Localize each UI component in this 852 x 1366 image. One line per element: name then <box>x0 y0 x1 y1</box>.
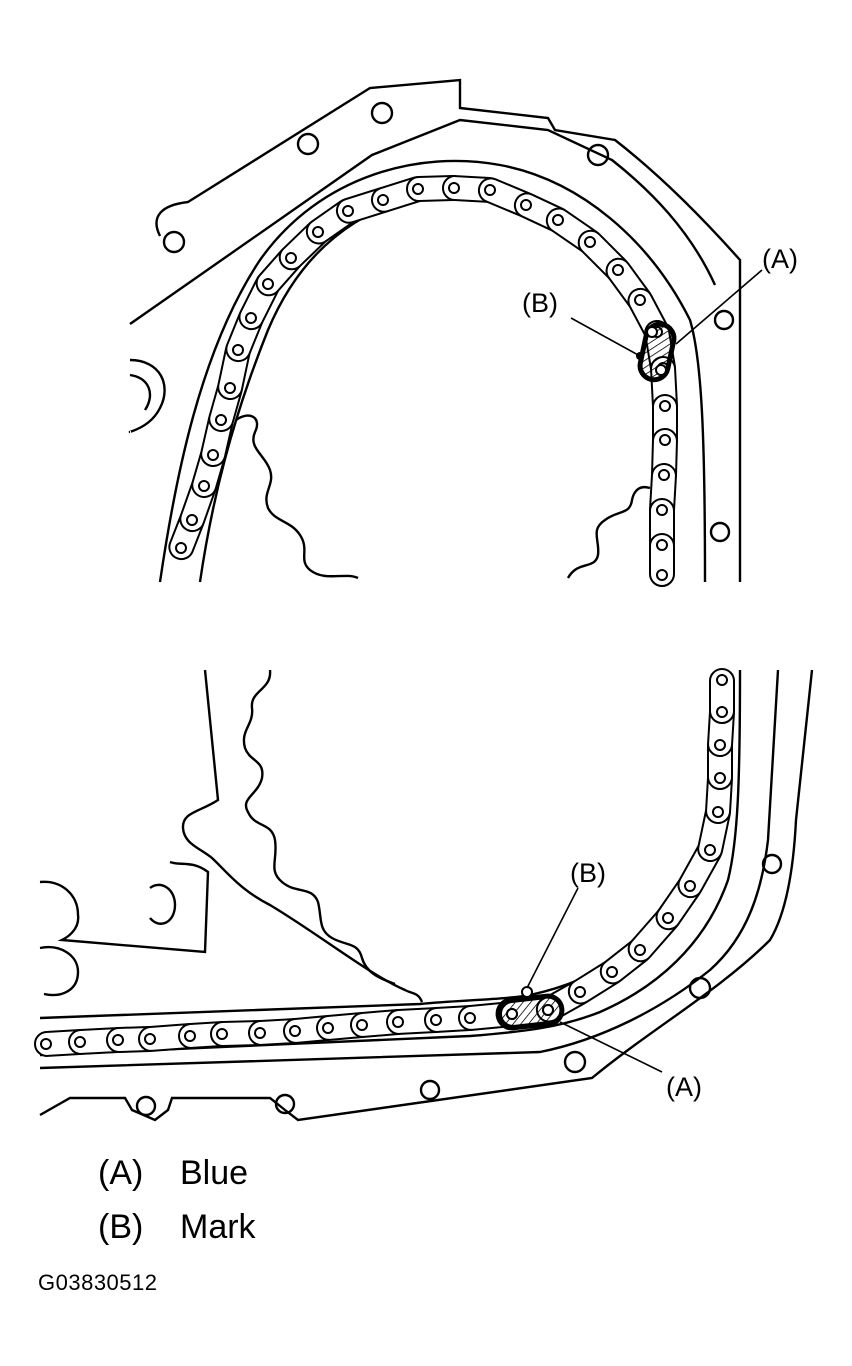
upper-chain-pin <box>584 236 596 248</box>
lower-chain-pin <box>714 739 726 751</box>
upper-chain-pin <box>175 542 187 554</box>
upper-chain-pin <box>224 382 236 394</box>
lower-chain-pin <box>662 912 674 924</box>
upper-chain-pin <box>656 539 668 551</box>
upper-bolt-hole <box>370 101 394 125</box>
lower-chain-pin <box>112 1034 124 1046</box>
upper-chain-pin <box>232 344 244 356</box>
lower-chain-guide-inner <box>39 669 742 1057</box>
legend-key: (B) <box>98 1208 144 1246</box>
lower-chain-pin <box>704 844 716 856</box>
lower-chain-pin <box>254 1027 266 1039</box>
upper-housing-inner <box>129 118 717 325</box>
upper-sprocket-right <box>566 486 651 579</box>
upper-callout-b: (B) <box>522 288 558 318</box>
lower-chain-pin <box>574 986 586 998</box>
lower-left-housing <box>39 860 210 954</box>
upper-bolt-hole <box>713 309 735 331</box>
lower-chain-pin <box>684 880 696 892</box>
lower-chain-pin <box>322 1022 334 1034</box>
lower-chain-pin <box>144 1033 156 1045</box>
lower-sprocket <box>242 669 396 986</box>
legend-value: Mark <box>180 1208 256 1246</box>
lower-chain-pin <box>40 1038 52 1050</box>
upper-chain-pin <box>186 514 198 526</box>
upper-blue-link <box>637 321 677 383</box>
upper-chain-pin <box>285 252 297 264</box>
lower-chain-pin <box>464 1012 476 1024</box>
lower-housing-inner <box>39 669 780 1070</box>
lower-tensioner-arm <box>181 669 424 1003</box>
upper-chain-pin <box>634 294 646 306</box>
lower-leader-b <box>526 887 579 989</box>
upper-chain-pin <box>377 194 389 206</box>
upper-chain-guide-outer <box>158 159 707 583</box>
upper-leader-b <box>570 317 641 357</box>
upper-chain-pin <box>656 504 668 516</box>
lower-chain-link <box>709 668 735 724</box>
lower-leader-a <box>559 1021 663 1073</box>
lower-callout-b: (B) <box>570 858 606 888</box>
lower-chain-pin <box>430 1014 442 1026</box>
lower-chain-pin <box>716 674 728 686</box>
upper-chain-pin <box>659 434 671 446</box>
upper-chain-pin <box>412 183 424 195</box>
lower-left-boss <box>149 883 177 925</box>
lower-chain-pin <box>634 944 646 956</box>
lower-housing-outline <box>39 669 814 1122</box>
legend-item-b: (B) Mark <box>98 1210 256 1244</box>
lower-bolt-hole <box>761 853 783 875</box>
legend-key: (A) <box>98 1154 144 1192</box>
lower-bolt-hole <box>563 1050 587 1074</box>
lower-bolt-hole <box>274 1093 296 1115</box>
upper-housing-outline <box>155 78 742 582</box>
lower-blue-link <box>495 993 565 1031</box>
upper-chain-pin <box>312 226 324 238</box>
upper-chain-pin <box>207 449 219 461</box>
upper-chain-pin <box>245 312 257 324</box>
lower-mark-dot <box>521 986 533 998</box>
lower-chain-pin <box>184 1030 196 1042</box>
upper-callout-a: (A) <box>762 244 798 274</box>
upper-chain-pin <box>198 480 210 492</box>
upper-chain-pin <box>659 400 671 412</box>
figure-code: G03830512 <box>38 1270 158 1295</box>
upper-chain-pin <box>262 278 274 290</box>
upper-bolt-hole <box>162 230 186 254</box>
lower-bolt-hole <box>688 976 712 1000</box>
upper-bolt-hole <box>296 132 320 156</box>
upper-chain-pin <box>656 569 668 581</box>
lower-chain <box>33 668 735 1057</box>
upper-chain-link <box>649 533 675 587</box>
upper-chain-pin <box>215 414 227 426</box>
lower-chain-pin <box>216 1028 228 1040</box>
lower-chain-pin <box>714 772 726 784</box>
lower-bolt-hole <box>135 1095 157 1117</box>
upper-bolt-hole <box>709 521 731 543</box>
upper-chain-pin <box>484 184 496 196</box>
upper-chain-pin <box>552 214 564 226</box>
lower-chain-pin <box>392 1016 404 1028</box>
upper-chain-pin <box>342 205 354 217</box>
upper-chain-pin <box>448 182 460 194</box>
upper-sprocket-left <box>235 414 359 580</box>
upper-chain-pin <box>520 199 532 211</box>
lower-chain-pin <box>356 1019 368 1031</box>
upper-idler-crescent <box>128 358 166 434</box>
legend-item-a: (A) Blue <box>98 1156 248 1190</box>
lower-chain-pin <box>606 966 618 978</box>
lower-chain-pin <box>716 706 728 718</box>
lower-callout-a: (A) <box>666 1072 702 1102</box>
upper-chain-pin <box>612 264 624 276</box>
legend-value: Blue <box>180 1154 249 1192</box>
upper-chain-pin <box>658 469 670 481</box>
lower-bolt-hole <box>419 1079 441 1101</box>
lower-chain-pin <box>712 806 724 818</box>
upper-leader-a <box>675 269 763 345</box>
lower-left-plug <box>39 945 80 997</box>
lower-chain-pin <box>74 1036 86 1048</box>
lower-chain-pin <box>289 1025 301 1037</box>
upper-bolt-hole <box>586 143 610 167</box>
